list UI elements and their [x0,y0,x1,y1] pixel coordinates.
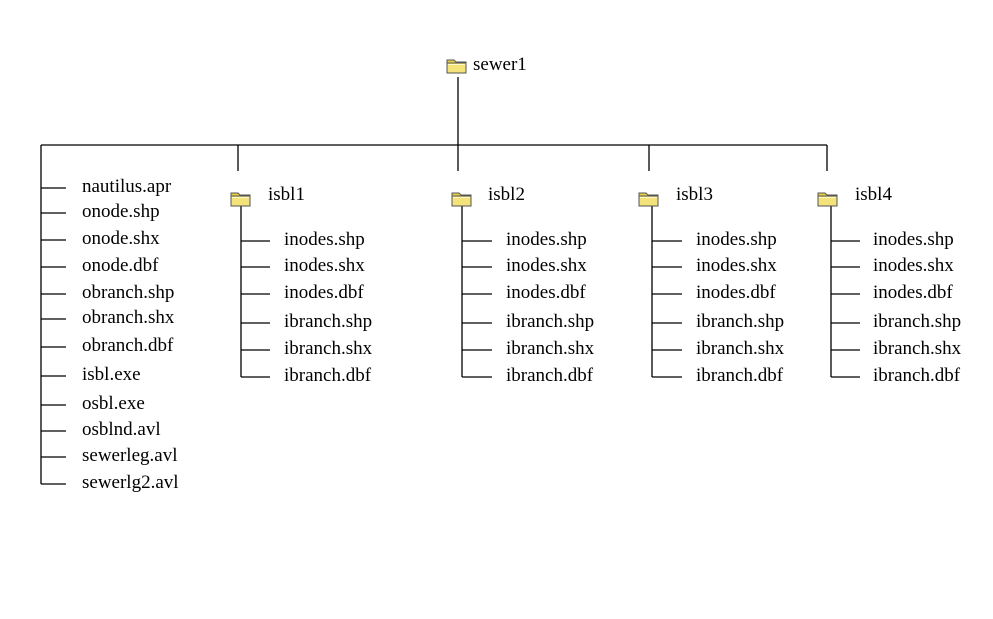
subfolder-file-label: inodes.dbf [873,282,953,303]
subfolder-file-label: inodes.shp [873,229,954,250]
subfolder-file-label: inodes.shp [284,229,365,250]
subfolder-file-label: inodes.dbf [284,282,364,303]
subfolder-file-label: ibranch.shx [873,338,962,359]
subfolder-file-label: ibranch.shp [506,311,595,332]
subfolder-file-label: inodes.shp [506,229,587,250]
root-file-label: sewerleg.avl [82,445,178,466]
subfolder-file-label: ibranch.shx [284,338,373,359]
subfolder-file-label: inodes.dbf [506,282,586,303]
subfolder-label-isbl1: isbl1 [268,184,305,205]
folder-icon [230,192,251,207]
root-file-label: onode.dbf [82,255,159,276]
root-file-label: nautilus.apr [82,176,172,197]
subfolder-file-label: ibranch.dbf [284,365,372,386]
folder-icon [451,192,472,207]
subfolder-file-label: inodes.dbf [696,282,776,303]
subfolder-file-label: ibranch.dbf [506,365,594,386]
subfolder-file-label: ibranch.shp [873,311,962,332]
subfolder-file-label: ibranch.shp [696,311,785,332]
subfolder-file-label: inodes.shx [506,255,587,276]
root-folder-label: sewer1 [473,54,527,75]
subfolder-label-isbl4: isbl4 [855,184,892,205]
subfolder-file-label: ibranch.dbf [696,365,784,386]
subfolder-file-label: ibranch.dbf [873,365,961,386]
subfolder-label-isbl2: isbl2 [488,184,525,205]
subfolder-file-label: inodes.shx [284,255,365,276]
root-file-label: onode.shx [82,228,160,249]
root-file-label: obranch.shx [82,307,175,328]
root-file-label: osblnd.avl [82,419,161,440]
root-file-label: isbl.exe [82,364,141,385]
root-file-label: onode.shp [82,201,160,222]
subfolder-file-label: ibranch.shx [696,338,785,359]
subfolder-label-isbl3: isbl3 [676,184,713,205]
folder-icon [817,192,838,207]
folder-icon [446,59,467,74]
folder-icon [638,192,659,207]
subfolder-file-label: inodes.shx [696,255,777,276]
subfolder-file-label: ibranch.shx [506,338,595,359]
root-file-label: sewerlg2.avl [82,472,179,493]
root-file-label: obranch.shp [82,282,175,303]
subfolder-file-label: ibranch.shp [284,311,373,332]
subfolder-file-label: inodes.shp [696,229,777,250]
root-file-label: obranch.dbf [82,335,174,356]
root-file-label: osbl.exe [82,393,145,414]
subfolder-file-label: inodes.shx [873,255,954,276]
